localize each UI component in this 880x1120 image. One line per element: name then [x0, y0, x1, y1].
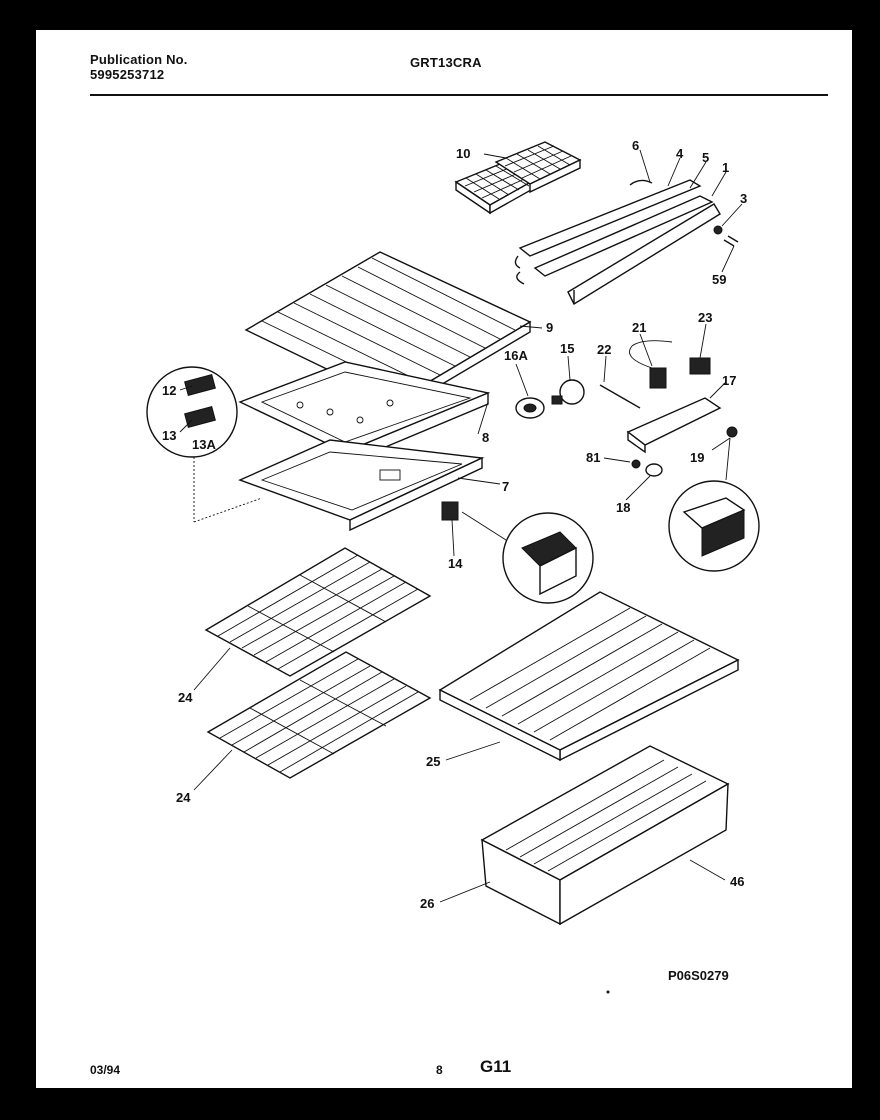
callout-3: 3 — [740, 191, 747, 206]
callout-5: 5 — [702, 150, 709, 165]
callout-12: 12 — [162, 383, 176, 398]
leader-lines — [179, 149, 743, 903]
ice-trays-illustration — [454, 141, 582, 215]
callout-21: 21 — [632, 320, 646, 335]
callout-24-lower: 24 — [176, 790, 191, 805]
wire-shelf-lower — [206, 651, 432, 779]
callout-6: 6 — [632, 138, 639, 153]
callout-4: 4 — [676, 146, 684, 161]
callout-13A: 13A — [192, 437, 216, 452]
publication-label: Publication No. — [90, 52, 188, 67]
right-detail-circle — [668, 437, 760, 572]
callout-13: 13 — [162, 428, 176, 443]
callout-81: 81 — [586, 450, 600, 465]
callout-22: 22 — [597, 342, 611, 357]
callout-26: 26 — [420, 896, 434, 911]
callout-46: 46 — [730, 874, 744, 889]
callout-16A: 16A — [504, 348, 528, 363]
crisper-cover-illustration — [438, 591, 740, 762]
callout-19: 19 — [690, 450, 704, 465]
callout-8: 8 — [482, 430, 489, 445]
callout-17: 17 — [722, 373, 736, 388]
model-number: GRT13CRA — [410, 55, 482, 70]
footer-page: 8 — [436, 1063, 443, 1077]
wire-shelf-upper — [204, 547, 432, 677]
left-detail-circle — [146, 366, 263, 523]
shelf-base-illustration — [238, 439, 485, 532]
header-rule — [90, 94, 828, 96]
footer-date: 03/94 — [90, 1063, 120, 1077]
shelf-rail-assembly-illustration — [514, 179, 739, 305]
callout-18: 18 — [616, 500, 630, 515]
callout-1: 1 — [722, 160, 729, 175]
callout-7: 7 — [502, 479, 509, 494]
callout-9: 9 — [546, 320, 553, 335]
crisper-pan-illustration — [480, 745, 730, 926]
footer-code: G11 — [480, 1057, 511, 1076]
callout-25: 25 — [426, 754, 440, 769]
center-detail-circle — [461, 511, 594, 604]
publication-number: 5995253712 — [90, 67, 165, 82]
callout-59: 59 — [712, 272, 726, 287]
light-parts-illustration — [441, 340, 738, 521]
callout-14: 14 — [448, 556, 463, 571]
callout-24-upper: 24 — [178, 690, 193, 705]
callout-10: 10 — [456, 146, 470, 161]
callout-15: 15 — [560, 341, 574, 356]
callout-23: 23 — [698, 310, 712, 325]
diagram-id: P06S0279 — [668, 968, 729, 983]
callout-labels: 10 6 4 5 1 3 59 9 21 23 16A 15 22 17 12 … — [162, 138, 747, 911]
